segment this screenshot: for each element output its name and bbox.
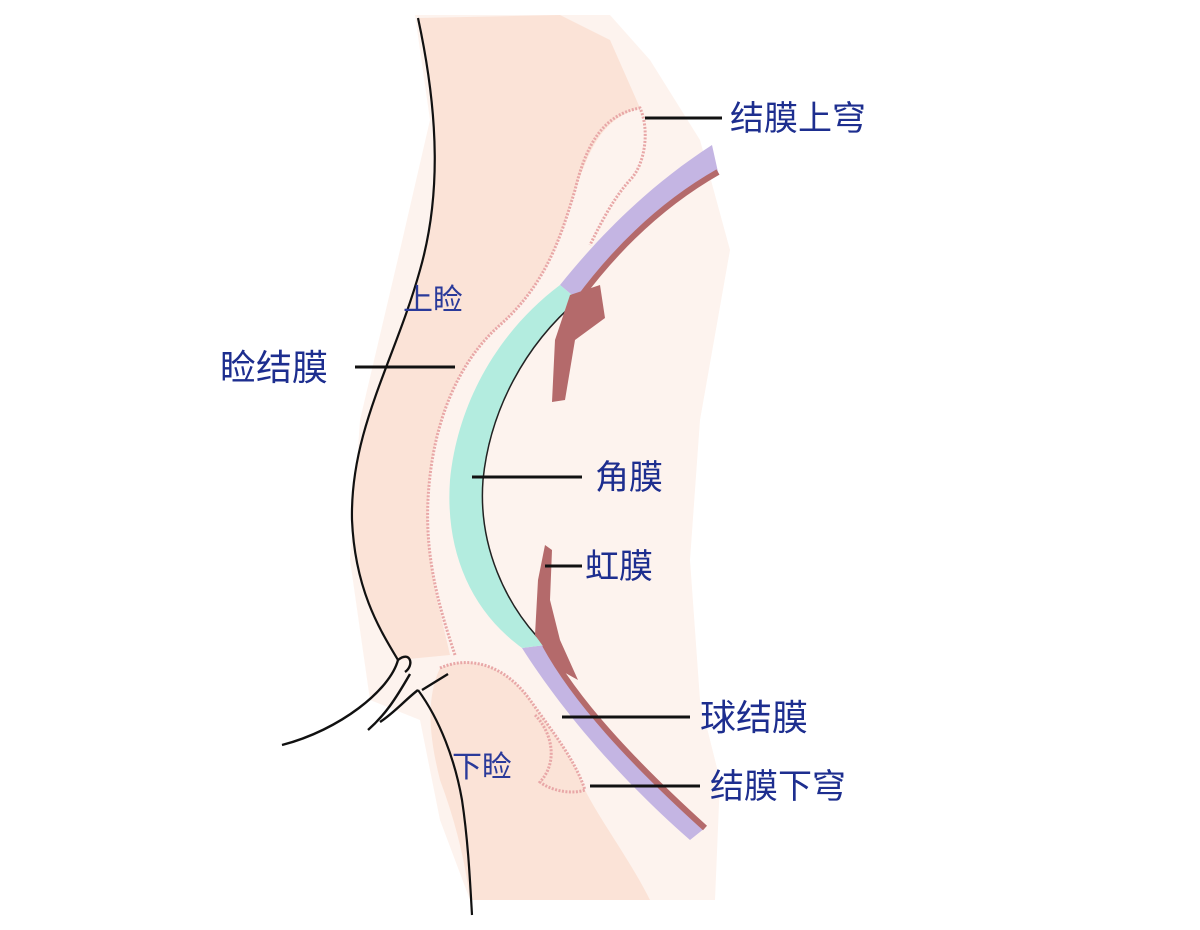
label-cornea: 角膜: [595, 458, 663, 498]
upper-eyelid-tissue: [351, 15, 640, 660]
label-lower-fornix: 结膜下穹: [710, 767, 846, 807]
label-lower-lid: 下睑: [452, 750, 512, 785]
sclera-lower: [522, 645, 705, 840]
lower-lid-skin-line: [417, 689, 474, 916]
lower-conjunctiva-outline: [439, 661, 587, 794]
cornea-inner-edge: [481, 299, 579, 646]
label-palpebral-conjunctiva: 睑结膜: [220, 348, 328, 389]
label-upper-lid: 上睑: [403, 283, 463, 318]
eyelashes: [281, 655, 449, 747]
label-bulbar-conjunctiva: 球结膜: [700, 698, 808, 739]
upper-conjunctiva-outline: [426, 106, 647, 656]
iris-upper: [552, 285, 605, 402]
iris-lower: [535, 545, 578, 680]
cornea-band: [449, 285, 578, 648]
lower-eyelid-tissue: [430, 662, 650, 900]
sclera-upper-edge: [575, 169, 720, 302]
sclera-upper: [560, 145, 718, 300]
label-iris: 虹膜: [585, 547, 653, 587]
label-upper-fornix: 结膜上穹: [730, 99, 866, 139]
